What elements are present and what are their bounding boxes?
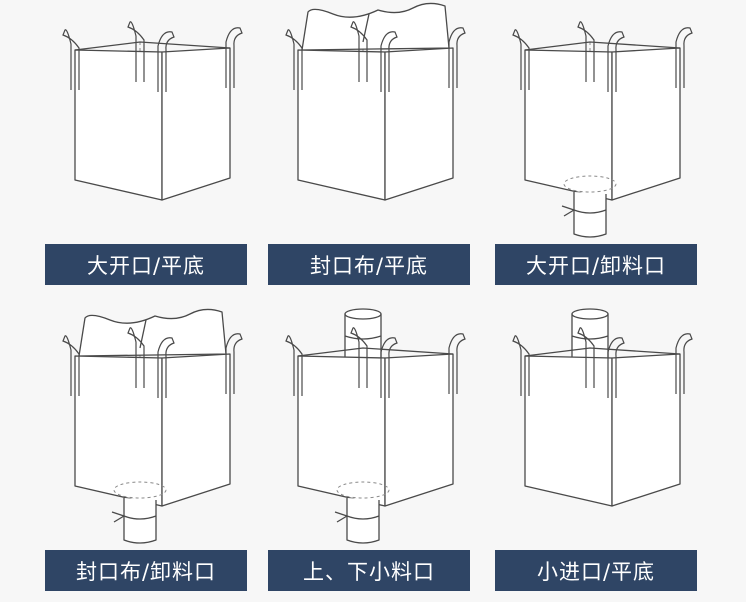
lifting-loop <box>380 337 398 398</box>
panel-label: 大开口/卸料口 <box>495 244 697 285</box>
lifting-loop <box>350 21 368 82</box>
panel-open-top-discharge-spout: 大开口/卸料口 <box>480 0 712 285</box>
lifting-loop <box>127 327 145 388</box>
bag-left-face <box>297 355 386 507</box>
bag-illustration-open-top-discharge-spout <box>512 21 693 238</box>
bag-right-face <box>161 47 231 201</box>
bag-left-face <box>74 49 163 201</box>
bag-left-face <box>74 355 163 507</box>
bag-right-face <box>611 353 681 507</box>
lifting-loop <box>157 31 175 92</box>
bag-right-face <box>611 47 681 201</box>
top-back-rim <box>524 41 681 51</box>
top-back-rim <box>524 347 681 357</box>
discharge-spout <box>573 192 607 238</box>
panel-label: 大开口/平底 <box>45 244 247 285</box>
panel-open-top-flat-bottom: 大开口/平底 <box>30 0 262 285</box>
lifting-loop <box>577 21 595 82</box>
bag-left-face <box>524 49 613 201</box>
bag-illustration-top-and-bottom-spouts <box>285 308 466 544</box>
top-back-rim <box>297 347 454 357</box>
discharge-tie-string <box>111 511 125 523</box>
discharge-opening-outline <box>113 481 167 499</box>
lifting-loop <box>675 27 693 88</box>
discharge-spout <box>346 498 380 544</box>
panel-skirt-top-discharge-spout: 封口布/卸料口 <box>30 306 262 591</box>
lifting-loop <box>350 327 368 388</box>
discharge-spout <box>123 498 157 544</box>
lifting-loop <box>675 333 693 394</box>
lifting-loop <box>127 21 145 82</box>
discharge-spout-tie <box>346 515 380 520</box>
lifting-loop <box>285 335 303 396</box>
discharge-tie-string <box>334 511 348 523</box>
bag-illustration-skirt-top-flat-bottom <box>285 2 466 201</box>
panel-label: 小进口/平底 <box>495 550 697 591</box>
discharge-spout-tie <box>573 209 607 214</box>
top-spout-opening <box>571 308 609 320</box>
bag-right-face <box>161 353 231 507</box>
bag-illustration-skirt-top-discharge-spout <box>62 308 243 544</box>
top-spout-tie <box>344 335 382 340</box>
panel-label: 上、下小料口 <box>268 550 470 591</box>
discharge-opening-outline <box>336 481 390 499</box>
bag-illustration-open-top-flat-bottom <box>62 21 243 201</box>
lifting-loop <box>157 337 175 398</box>
bag-left-face <box>524 355 613 507</box>
lifting-loop <box>285 29 303 90</box>
lifting-loop <box>225 27 243 88</box>
skirt-fold-line <box>139 319 147 349</box>
top-spout-tie <box>571 335 609 340</box>
panel-skirt-top-flat-bottom: 封口布/平底 <box>253 0 485 285</box>
lifting-loop <box>512 335 530 396</box>
bag-right-face <box>384 353 454 507</box>
lifting-loop <box>448 27 466 88</box>
lifting-loop <box>380 31 398 92</box>
panel-label: 封口布/卸料口 <box>45 550 247 591</box>
top-back-rim <box>74 41 231 51</box>
lifting-loop <box>607 337 625 398</box>
lifting-loop <box>62 29 80 90</box>
lifting-loop <box>577 327 595 388</box>
top-spout-opening <box>344 308 382 320</box>
discharge-tie-string <box>561 205 575 217</box>
panel-top-and-bottom-spouts: 上、下小料口 <box>253 306 485 591</box>
lifting-loop <box>62 335 80 396</box>
skirt-fold-line <box>362 13 370 43</box>
filling-skirt <box>78 308 227 357</box>
discharge-spout-tie <box>123 515 157 520</box>
lifting-loop <box>512 29 530 90</box>
bag-illustration-fill-spout-flat-bottom <box>512 308 693 507</box>
lifting-loop <box>607 31 625 92</box>
panel-fill-spout-flat-bottom: 小进口/平底 <box>480 306 712 591</box>
discharge-opening-outline <box>563 175 617 193</box>
filling-skirt <box>301 2 450 51</box>
lifting-loop <box>225 333 243 394</box>
lifting-loop <box>448 333 466 394</box>
bag-right-face <box>384 47 454 201</box>
bag-left-face <box>297 49 386 201</box>
panel-label: 封口布/平底 <box>268 244 470 285</box>
